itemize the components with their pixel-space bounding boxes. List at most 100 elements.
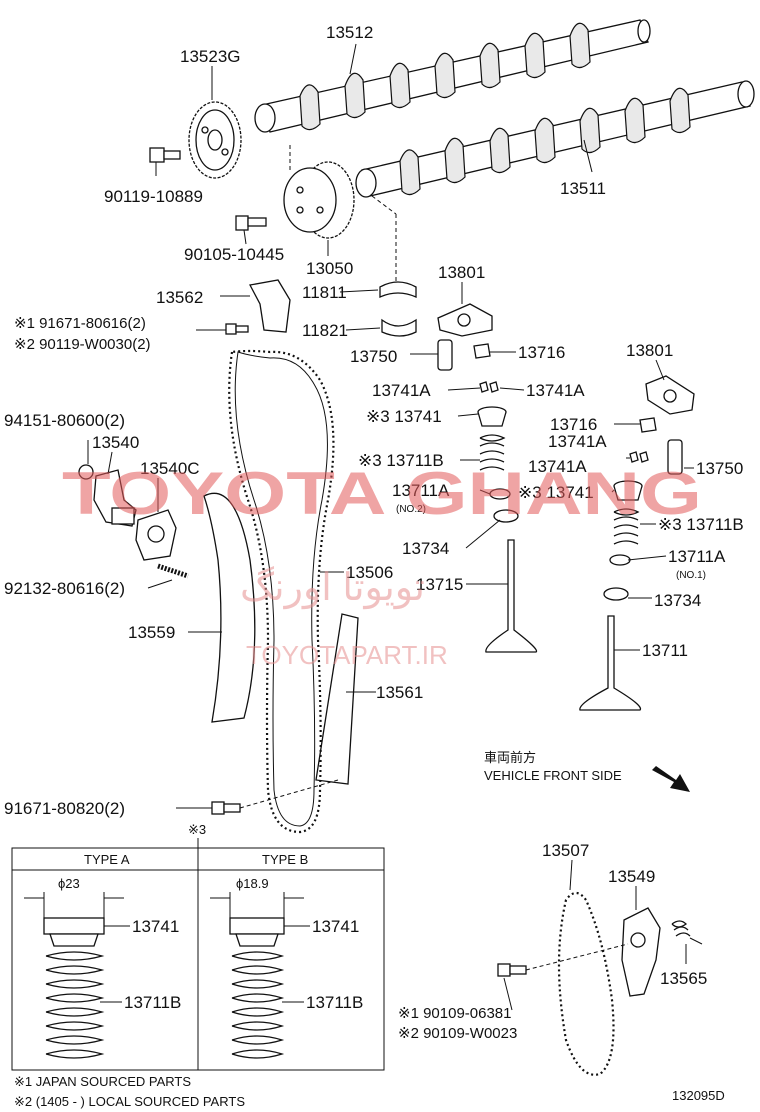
label-11811: 11811 bbox=[302, 283, 347, 302]
type-a-spring-label: 13711B bbox=[124, 993, 181, 1012]
seat-13711a-no1 bbox=[609, 554, 631, 566]
oil-pump-chain-13507 bbox=[557, 891, 615, 1076]
label-13711a-no1: 13711A bbox=[668, 547, 726, 566]
type-a-retainer-label: 13741 bbox=[132, 917, 179, 936]
label-91671-80820: 91671-80820(2) bbox=[4, 799, 125, 818]
label-90105-10445: 90105-10445 bbox=[184, 245, 284, 264]
watermark-persian: تویوتا اورنگ bbox=[240, 565, 425, 610]
chain-slipper-13559 bbox=[203, 492, 256, 723]
label-13540: 13540 bbox=[92, 433, 139, 452]
label-13565: 13565 bbox=[660, 969, 707, 988]
label-13750-upper: 13750 bbox=[350, 347, 397, 366]
vehicle-front-en: VEHICLE FRONT SIDE bbox=[484, 768, 622, 783]
sprocket-13523g bbox=[188, 101, 242, 179]
rocker-arm-13801-upper bbox=[437, 303, 493, 337]
retainer-13741-lower bbox=[613, 480, 643, 501]
label-13523g: 13523G bbox=[180, 47, 241, 66]
label-13512: 13512 bbox=[326, 23, 373, 42]
bolt-90105-10445 bbox=[235, 215, 267, 231]
chain-guide-13561 bbox=[315, 613, 359, 785]
type-a-dim: ϕ23 bbox=[58, 876, 80, 891]
label-13559: 13559 bbox=[128, 623, 175, 642]
label-13711a-no2-sub: (NO.2) bbox=[396, 504, 426, 515]
pad-13716-upper bbox=[473, 343, 491, 359]
label-13540c: 13540C bbox=[140, 459, 200, 478]
label-13715: 13715 bbox=[416, 575, 463, 594]
label-90119-10889: 90119-10889 bbox=[104, 187, 203, 206]
label-13506: 13506 bbox=[346, 563, 393, 582]
label-13711a-no1-sub: (NO.1) bbox=[676, 570, 706, 581]
vehicle-front-jp: 車両前方 bbox=[484, 750, 536, 765]
label-13741-lower: ※3 13741 bbox=[518, 483, 594, 502]
label-13734-upper: 13734 bbox=[402, 539, 449, 558]
label-13711a-no2: 13711A bbox=[392, 481, 450, 500]
footnote-1: ※1 JAPAN SOURCED PARTS bbox=[14, 1074, 191, 1089]
label-13711b-lower: ※3 13711B bbox=[658, 515, 744, 534]
spring-13711b-upper bbox=[479, 434, 506, 471]
type-b-retainer bbox=[210, 892, 304, 947]
rocker-arm-13801-lower bbox=[645, 375, 695, 415]
label-13716-lower: 13716 bbox=[550, 415, 597, 434]
gasket-13540c bbox=[135, 509, 177, 561]
label-11821: 11821 bbox=[302, 321, 348, 340]
label-13741a-lower-1: 13741A bbox=[548, 432, 607, 451]
footnote-2: ※2 (1405 - ) LOCAL SOURCED PARTS bbox=[14, 1094, 245, 1109]
bolt-90109 bbox=[497, 963, 527, 977]
retainer-13741-upper bbox=[477, 406, 507, 427]
label-13050: 13050 bbox=[306, 259, 353, 278]
label-13507: 13507 bbox=[542, 841, 589, 860]
label-91671-80616: ※1 91671-80616(2) bbox=[14, 315, 146, 332]
label-13741-upper: ※3 13741 bbox=[366, 407, 442, 426]
watermark-site: TOYOTAPART.IR bbox=[246, 640, 448, 670]
leader-lines bbox=[87, 43, 694, 1011]
keepers-13741a-upper bbox=[479, 381, 499, 393]
label-13562: 13562 bbox=[156, 288, 203, 307]
lash-adjuster-13750-lower bbox=[667, 439, 683, 475]
bracket-13562 bbox=[249, 279, 291, 333]
camshaft-13511 bbox=[355, 80, 755, 198]
timing-chain-13506 bbox=[228, 349, 335, 834]
keepers-13741a-lower bbox=[629, 451, 649, 463]
camshaft-13512 bbox=[254, 19, 651, 133]
label-13716-upper: 13716 bbox=[518, 343, 565, 362]
label-13711: 13711 bbox=[642, 641, 688, 660]
washer-13734-lower bbox=[603, 587, 629, 601]
label-13741a-right: 13741A bbox=[526, 381, 585, 400]
label-94151-80600: 94151-80600(2) bbox=[4, 411, 125, 430]
label-90109-w0023: ※2 90109-W0023 bbox=[398, 1025, 517, 1042]
bolt-90119-10889 bbox=[149, 147, 181, 163]
label-13801-lower: 13801 bbox=[626, 341, 673, 360]
type-b-retainer-label: 13741 bbox=[312, 917, 359, 936]
valve-13711 bbox=[579, 615, 642, 711]
tensioner-13540 bbox=[93, 469, 137, 527]
label-13750-lower: 13750 bbox=[696, 459, 743, 478]
lash-adjuster-13750-upper bbox=[437, 339, 453, 371]
bearing-cap-11811 bbox=[379, 281, 417, 298]
valve-13715 bbox=[485, 539, 538, 653]
label-13801-upper: 13801 bbox=[438, 263, 485, 282]
spring-13711b-lower bbox=[613, 508, 640, 545]
type-b-dim: ϕ18.9 bbox=[236, 876, 269, 891]
bolt-91671-80820 bbox=[211, 801, 241, 815]
pad-13716-lower bbox=[639, 417, 657, 433]
label-ref3: ※3 bbox=[188, 822, 206, 837]
type-a-header: TYPE A bbox=[84, 852, 130, 867]
type-b-header: TYPE B bbox=[262, 852, 308, 867]
label-90109-06381: ※1 90109-06381 bbox=[398, 1005, 512, 1022]
vvt-gear-13050 bbox=[283, 161, 355, 239]
chain-tensioner-plate-13549 bbox=[621, 907, 661, 997]
spring-13565 bbox=[671, 920, 703, 945]
diagram-id: 132095D bbox=[672, 1088, 725, 1103]
label-90119-w0030: ※2 90119-W0030(2) bbox=[14, 336, 151, 353]
washer-13734-upper bbox=[493, 509, 519, 523]
stud-92132-80616 bbox=[157, 563, 189, 579]
label-13561: 13561 bbox=[376, 683, 423, 702]
detail-table: TYPE A TYPE B ϕ23 13741 13711B ϕ18.9 bbox=[11, 847, 385, 1071]
label-13511: 13511 bbox=[560, 179, 606, 198]
label-13734-lower: 13734 bbox=[654, 591, 701, 610]
label-13711b-upper: ※3 13711B bbox=[358, 451, 444, 470]
type-b-spring bbox=[231, 951, 285, 1059]
label-13549: 13549 bbox=[608, 867, 655, 886]
type-a-retainer bbox=[24, 892, 124, 947]
